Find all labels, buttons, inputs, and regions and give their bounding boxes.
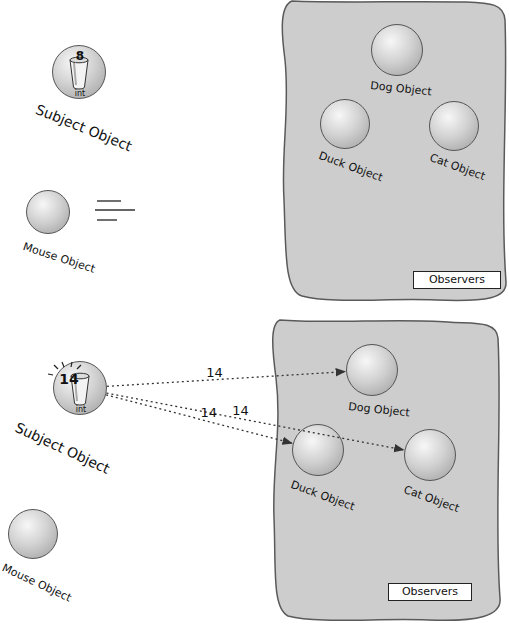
subject-object: 8intSubject Object [52, 45, 106, 99]
subject-object: 14intSubject Object [53, 361, 107, 415]
object-label: Subject Object [13, 420, 112, 477]
ray-line [77, 365, 81, 369]
motion-line [97, 219, 117, 220]
cup-shade [74, 63, 76, 85]
cup-rim [71, 373, 89, 379]
int-value: 8 [76, 50, 84, 63]
motion-lines [95, 201, 135, 220]
type-label: int [75, 90, 85, 98]
ray-line [71, 362, 72, 367]
edge-value: 14 [232, 403, 249, 416]
observer-object: Dog Object [346, 344, 398, 396]
observer-object: Cat Object [429, 101, 479, 151]
motion-line [95, 209, 135, 210]
edge-value: 14 [201, 405, 218, 418]
blob-shape [282, 1, 506, 300]
notification-arrow [107, 393, 405, 450]
cup-shade [75, 379, 77, 401]
observer-object: Duck Object [320, 99, 370, 149]
ray-line [54, 365, 58, 369]
object-label: Mouse Object [21, 241, 96, 275]
type-label: int [76, 406, 86, 414]
observers-group: Observers Dog ObjectDuck Object Cat Object [276, 0, 508, 305]
ray-line [62, 362, 64, 367]
observers-group: Observers Dog ObjectDuck Object Cat Object [268, 318, 503, 624]
blob-shape [273, 320, 500, 620]
cup-rim [70, 57, 88, 63]
cup-icon [70, 57, 88, 89]
cup-body [71, 376, 89, 405]
group-label: Observers [413, 271, 501, 289]
int-value: 14 [59, 372, 78, 387]
motion-line [97, 200, 121, 201]
flash-rays [48, 362, 81, 375]
object-label: Subject Object [33, 102, 133, 154]
observer-object: Duck Object [292, 424, 344, 476]
observer-object: Cat Object [404, 429, 456, 481]
mouse-object: Mouse Object [26, 190, 70, 234]
cup-icon [71, 373, 89, 405]
cup-body [70, 60, 88, 89]
ray-line [48, 374, 53, 375]
mouse-object: Mouse Object [8, 509, 58, 559]
observer-object: Dog Object [371, 24, 423, 76]
edge-value: 14 [206, 365, 223, 378]
notification-arrow [107, 372, 346, 387]
notification-arrow [106, 395, 293, 444]
object-label: Mouse Object [0, 562, 73, 604]
group-label: Observers [388, 583, 472, 601]
